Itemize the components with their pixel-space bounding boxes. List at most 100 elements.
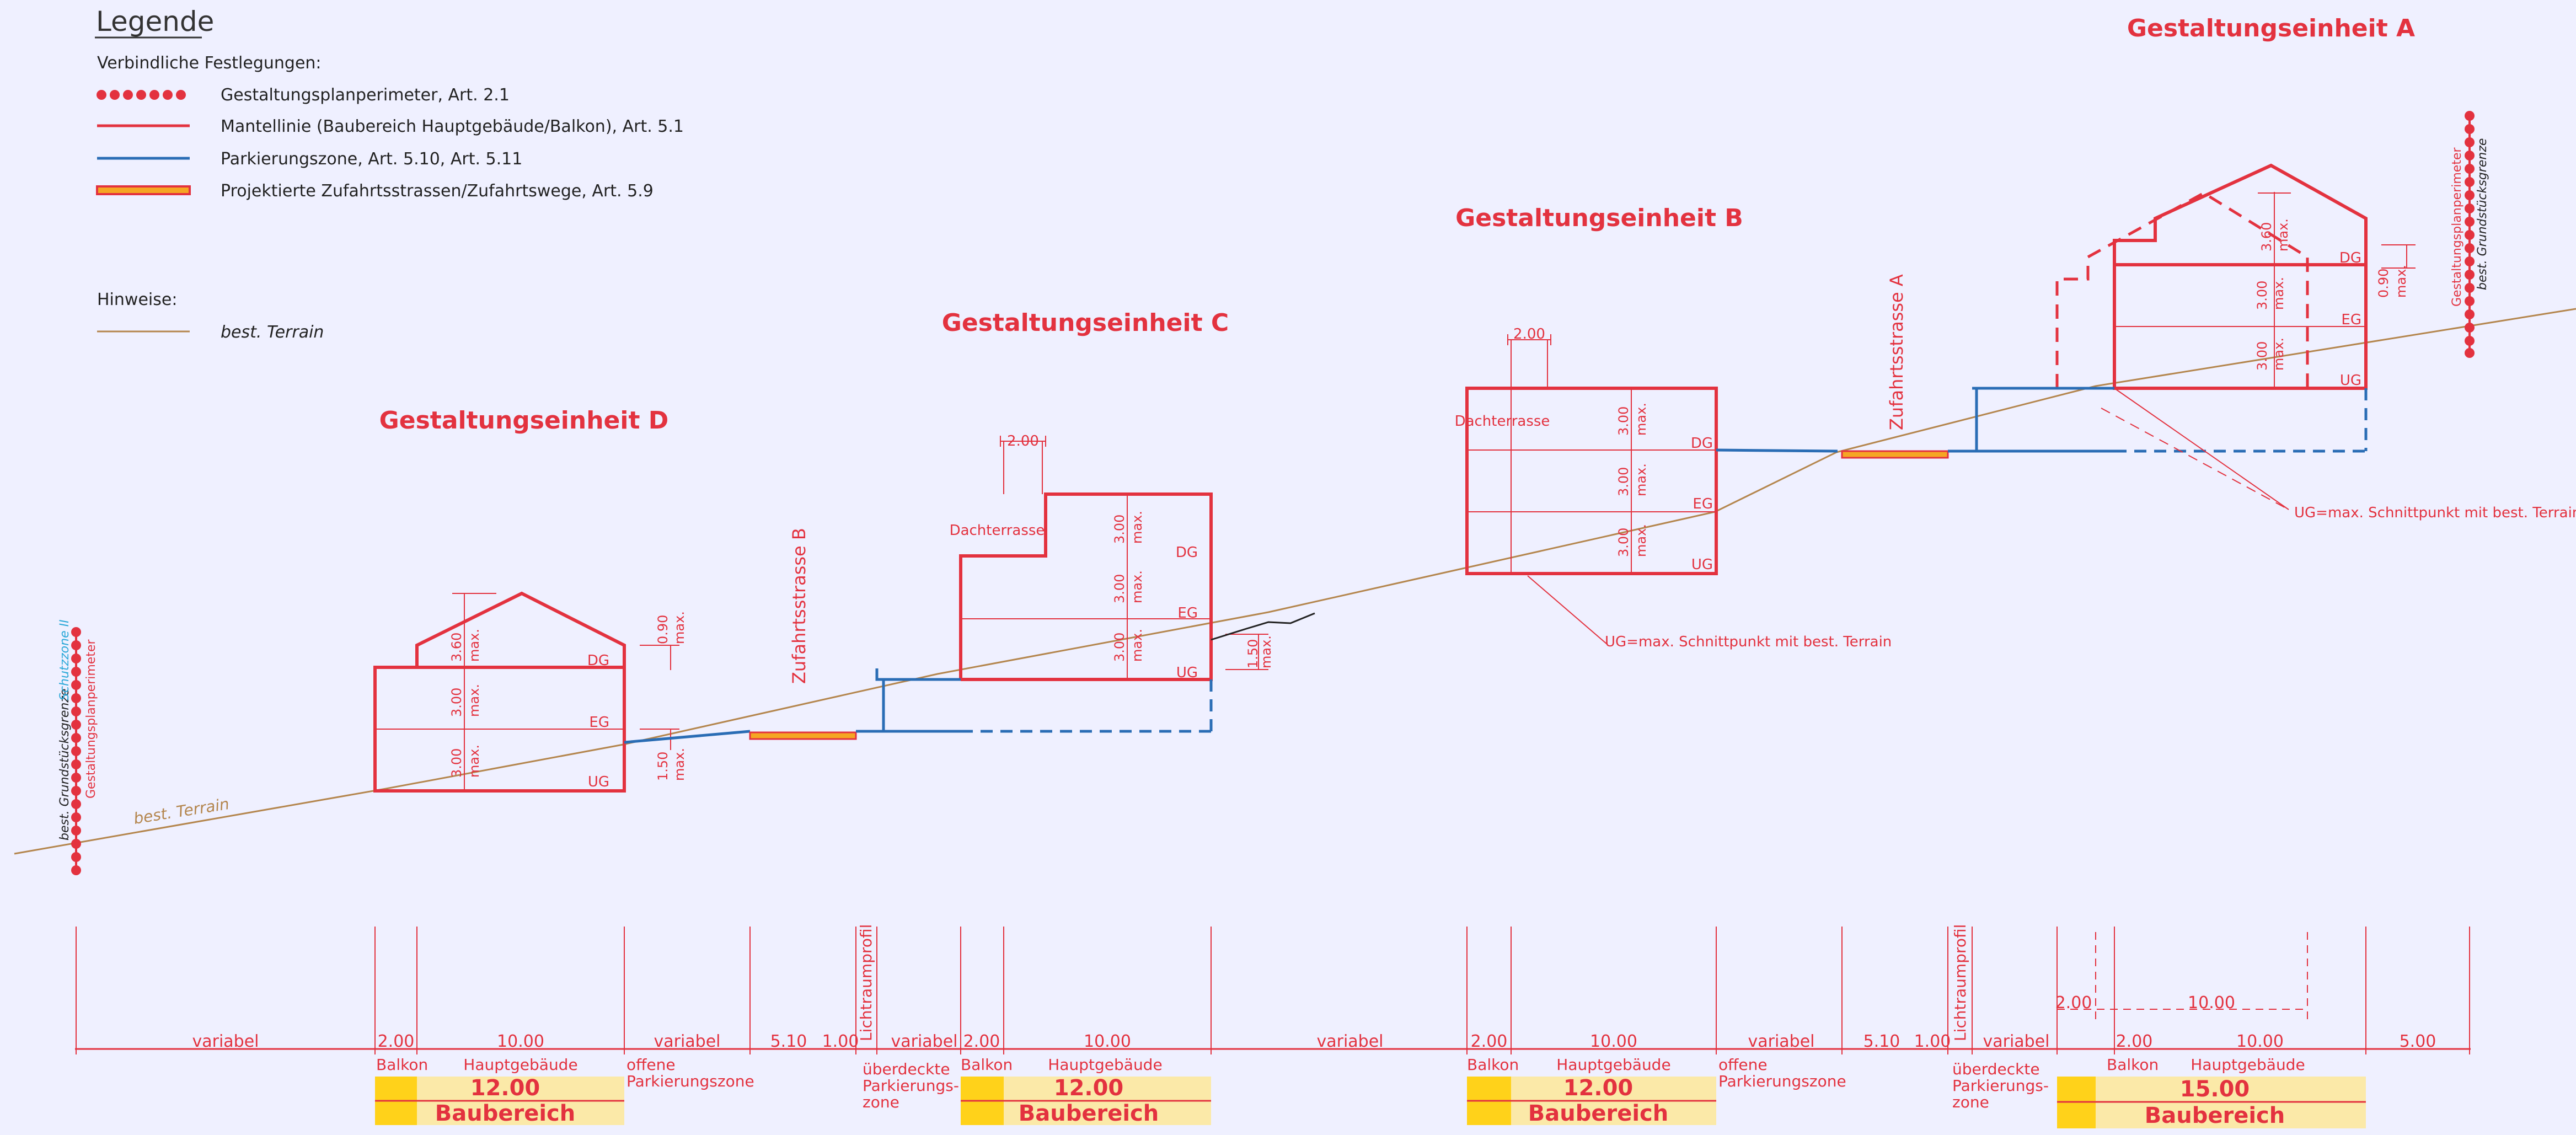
baubereich-b-label: Baubereich xyxy=(1528,1101,1668,1126)
unit-c-h-eg-max: max. xyxy=(1129,570,1145,603)
legend-item-zufahrt: Projektierte Zufahrtsstrassen/Zufahrtswe… xyxy=(96,181,654,201)
dim-1000-b: 10.00 xyxy=(1590,1032,1637,1051)
baubereich-d-width: 12.00 xyxy=(470,1075,540,1101)
legend-notes-heading: Hinweise: xyxy=(97,290,177,309)
unit-d-h-roof: 3.60 xyxy=(449,633,464,662)
unit-a-ug: UG xyxy=(2340,372,2361,389)
unit-a-dg: DG xyxy=(2339,250,2361,266)
unit-a-h-eg-max: max. xyxy=(2271,277,2286,310)
label-ueberdeckte-2: überdeckte xyxy=(1952,1060,2040,1078)
legend-item-parkierungszone: Parkierungszone, Art. 5.10, Art. 5.11 xyxy=(97,149,522,169)
unit-d: Gestaltungseinheit D DG EG UG 3.60 max. … xyxy=(373,406,687,793)
unit-b-h-eg-max: max. xyxy=(1634,463,1649,496)
legend-label-parkierungszone: Parkierungszone, Art. 5.10, Art. 5.11 xyxy=(221,149,522,169)
label-balkon-a: Balkon xyxy=(2107,1056,2159,1074)
orange-road-icon xyxy=(96,185,191,195)
unit-c: Gestaltungseinheit C 2.00 Dachterrasse D… xyxy=(856,309,1315,733)
unit-c-w200: 2.00 xyxy=(1007,433,1039,449)
unit-d-h-090: 0.90 xyxy=(655,615,671,644)
terrain-line xyxy=(14,308,2576,855)
label-zone-1: zone xyxy=(863,1093,899,1111)
label-balkon-b: Balkon xyxy=(1467,1056,1519,1074)
legend-label-terrain: best. Terrain xyxy=(221,323,324,342)
dim-100-b: 1.00 xyxy=(822,1032,859,1051)
unit-b-dachterrasse: Dachterrasse xyxy=(1455,413,1550,430)
baubereich-d-label: Baubereich xyxy=(435,1101,575,1126)
unit-a-eg: EG xyxy=(2341,312,2361,328)
unit-c-h-dg-max: max. xyxy=(1129,511,1145,544)
unit-b-eg: EG xyxy=(1693,496,1713,512)
unit-b: Gestaltungseinheit B 2.00 Dachterrasse D… xyxy=(1455,204,1892,650)
dim-variabel-4: variabel xyxy=(1316,1032,1383,1051)
perimeter-left-label-3: Gestaltungsplanperimeter xyxy=(84,639,98,799)
dim-variabel-2: variabel xyxy=(654,1032,720,1051)
unit-d-title: Gestaltungseinheit D xyxy=(379,406,669,435)
label-balkon-d: Balkon xyxy=(376,1056,428,1074)
unit-c-h-eg: 3.00 xyxy=(1112,574,1127,603)
label-haupt-b: Hauptgebäude xyxy=(1556,1056,1670,1074)
unit-c-dachterrasse: Dachterrasse xyxy=(950,522,1045,539)
baubereich-b-width: 12.00 xyxy=(1563,1075,1634,1101)
unit-b-title: Gestaltungseinheit B xyxy=(1455,204,1743,232)
dotted-perimeter-line-icon xyxy=(97,90,186,100)
unit-d-dg: DG xyxy=(587,652,609,669)
dim-510-b: 5.10 xyxy=(770,1032,807,1051)
unit-d-h-ug: 3.00 xyxy=(449,748,464,778)
unit-a-h-ug: 3.00 xyxy=(2254,341,2270,371)
perimeter-right: Gestaltungsplanperimeter best. Grundstüc… xyxy=(2450,111,2489,358)
unit-d-h-090-max: max. xyxy=(672,611,687,644)
zufahrt-a: Zufahrtsstrasse A xyxy=(1841,274,1949,459)
perimeter-left-label-2: Schutzzone II xyxy=(58,619,72,700)
baubereich-c-label: Baubereich xyxy=(1019,1101,1159,1126)
unit-b-w200: 2.00 xyxy=(1513,326,1545,342)
zufahrt-b-label: Zufahrtsstrasse B xyxy=(789,528,810,684)
unit-c-h-ug: 3.00 xyxy=(1112,633,1127,662)
unit-d-h-ug-max: max. xyxy=(467,745,482,778)
unit-c-eg: EG xyxy=(1177,605,1198,622)
zufahrt-b: Zufahrtsstrasse B xyxy=(624,528,857,744)
unit-c-ug: UG xyxy=(1176,665,1198,681)
unit-b-h-ug: 3.00 xyxy=(1616,528,1631,557)
unit-c-h-dg: 3.00 xyxy=(1112,515,1127,544)
legend-binding-heading: Verbindliche Festlegungen: xyxy=(97,53,322,73)
dim-500-a: 5.00 xyxy=(2400,1032,2436,1051)
unit-d-h-eg-max: max. xyxy=(467,684,482,717)
dim-200-b: 2.00 xyxy=(1471,1032,1508,1051)
unit-d-eg: EG xyxy=(589,714,609,731)
unit-b-ug-note: UG=max. Schnittpunkt mit best. Terrain xyxy=(1605,634,1892,650)
perimeter-left-label-1: best. Grundstücksgrenze xyxy=(58,689,72,840)
dim-variabel-6: variabel xyxy=(1983,1032,2049,1051)
unit-c-title: Gestaltungseinheit C xyxy=(942,309,1229,337)
dim-200-a: 2.00 xyxy=(2116,1032,2153,1051)
unit-a-h-090: 0.90 xyxy=(2376,269,2391,298)
label-offene-2: offene xyxy=(1718,1056,1768,1074)
dim-1000-a: 10.00 xyxy=(2236,1032,2284,1051)
unit-b-h-ug-max: max. xyxy=(1634,524,1649,557)
label-parkzone-2: Parkierungszone xyxy=(1718,1072,1846,1090)
unit-a-ug-note: UG=max. Schnittpunkt mit best. Terrain xyxy=(2294,505,2576,521)
baubereich-b: 12.00 Baubereich xyxy=(1467,1075,1716,1126)
label-parkierungs-1: Parkierungs- xyxy=(863,1077,959,1095)
label-haupt-d: Hauptgebäude xyxy=(463,1056,577,1074)
unit-c-h-150: 1.50 xyxy=(1245,639,1261,668)
lichtraumprofil-a: Lichtraumprofil xyxy=(1951,924,1969,1041)
dim-1000-d: 10.00 xyxy=(497,1032,544,1051)
label-parkzone-1: Parkierungszone xyxy=(626,1072,754,1090)
zufahrt-a-label: Zufahrtsstrasse A xyxy=(1886,274,1907,430)
legend-item-mantellinie: Mantellinie (Baubereich Hauptgebäude/Bal… xyxy=(97,117,684,136)
dim-variabel-5: variabel xyxy=(1748,1032,1814,1051)
dimension-strip: variabel 2.00 10.00 variabel 5.10 1.00 v… xyxy=(75,924,2471,1128)
zufahrt-b-road xyxy=(749,731,857,740)
unit-b-h-dg: 3.00 xyxy=(1616,406,1631,436)
lichtraumprofil-b: Lichtraumprofil xyxy=(857,924,875,1041)
legend-label-perimeter: Gestaltungsplanperimeter, Art. 2.1 xyxy=(221,85,510,105)
legend-label-zufahrt: Projektierte Zufahrtsstrassen/Zufahrtswe… xyxy=(221,181,654,201)
dim-510-a: 5.10 xyxy=(1863,1032,1900,1051)
dim-1000-a-upper: 10.00 xyxy=(2188,993,2235,1013)
zufahrt-a-road xyxy=(1841,450,1949,459)
unit-b-dg: DG xyxy=(1691,435,1713,452)
legend-item-perimeter: Gestaltungsplanperimeter, Art. 2.1 xyxy=(97,85,510,105)
unit-a-h-roof-max: max. xyxy=(2275,218,2291,251)
unit-d-h-eg: 3.00 xyxy=(449,688,464,717)
